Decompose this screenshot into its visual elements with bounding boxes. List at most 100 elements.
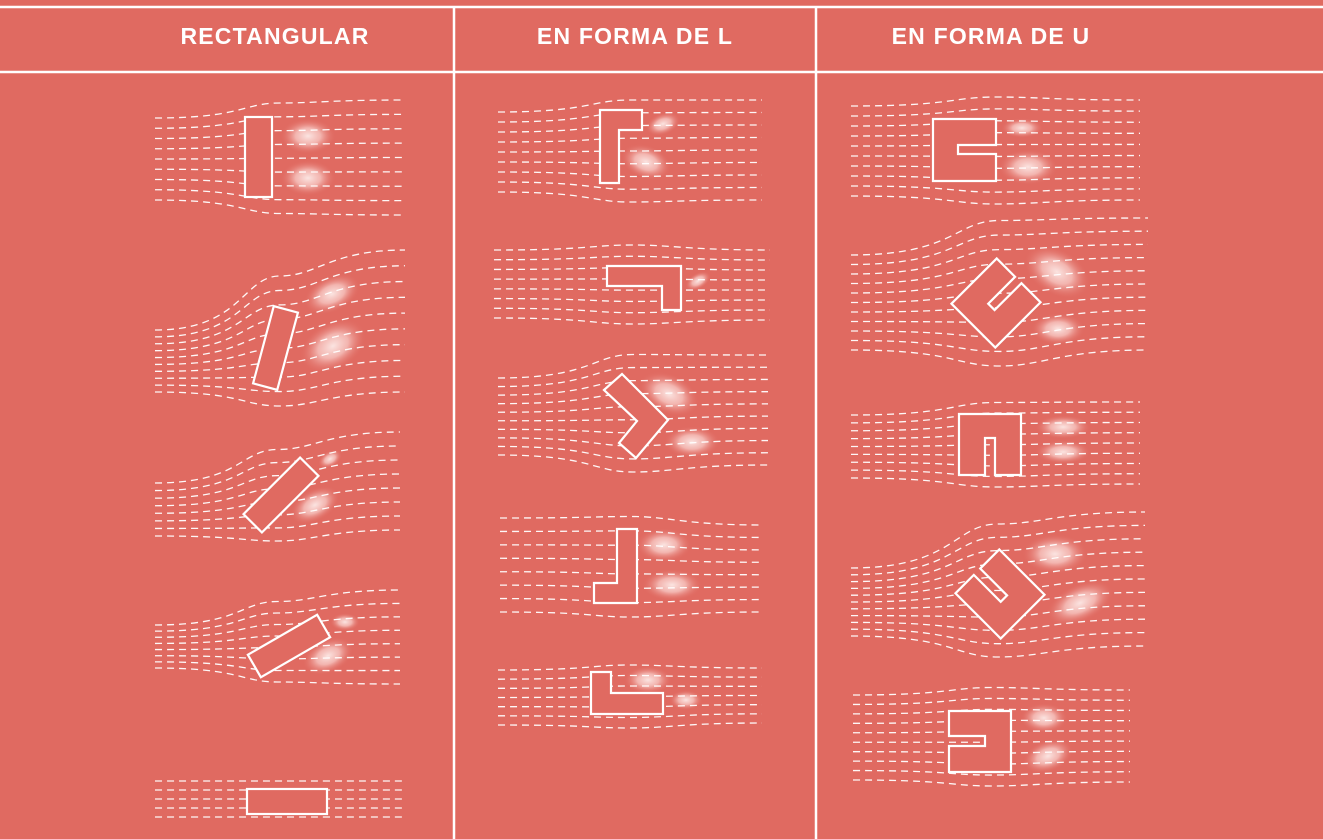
streamline <box>493 255 771 261</box>
streamline <box>154 602 401 632</box>
vortex <box>280 118 336 154</box>
streamline <box>154 189 406 202</box>
streamline <box>154 391 406 407</box>
rect-building-3 <box>241 455 321 535</box>
vortex <box>1022 534 1088 574</box>
streamline <box>850 578 1146 603</box>
u-building-3 <box>957 412 1023 477</box>
vortex <box>303 273 361 315</box>
streamline <box>154 178 406 187</box>
header-rectangular: RECTANGULAR <box>180 22 370 49</box>
streamline <box>499 584 763 589</box>
l-building-2 <box>605 264 683 312</box>
streamline <box>154 629 401 645</box>
u-flow-1 <box>850 96 1141 205</box>
vortex <box>664 426 720 458</box>
streamline <box>154 616 401 638</box>
streamline <box>493 288 771 291</box>
rect-building-5 <box>245 787 329 816</box>
l-building-5 <box>589 670 665 716</box>
streamline <box>154 445 401 492</box>
u-building-4 <box>953 547 1047 641</box>
streamline <box>850 243 1149 275</box>
streamline <box>850 628 1146 645</box>
streamline <box>850 96 1141 107</box>
l-flow-4 <box>499 515 763 618</box>
vortex <box>624 666 672 694</box>
streamline <box>154 156 406 160</box>
l-flow-1 <box>497 99 763 203</box>
streamline <box>497 99 762 113</box>
streamline <box>154 459 401 499</box>
vortex <box>299 318 367 374</box>
streamline <box>850 336 1149 353</box>
streamline <box>499 544 763 551</box>
streamline <box>154 431 401 484</box>
streamline <box>850 349 1149 367</box>
l-building-4 <box>592 527 639 605</box>
streamline <box>154 265 406 338</box>
vortex <box>280 160 336 196</box>
streamline <box>497 722 763 729</box>
vortex <box>998 149 1058 185</box>
streamline <box>850 635 1146 658</box>
streamline <box>497 713 763 719</box>
vortex <box>318 449 342 469</box>
streamline <box>497 171 763 178</box>
streamline <box>499 597 763 604</box>
streamline <box>497 685 763 689</box>
rect-building-2 <box>251 304 300 392</box>
streamline <box>852 779 1131 787</box>
u-building-5 <box>947 709 1013 774</box>
streamline <box>499 557 763 563</box>
streamline <box>497 136 763 143</box>
l-building-3 <box>602 372 670 460</box>
rect-flow-1 <box>154 99 406 216</box>
streamline <box>850 230 1149 266</box>
streamline <box>154 142 406 150</box>
streamline <box>154 589 401 626</box>
vortex <box>645 111 681 137</box>
u-building-1 <box>931 117 998 183</box>
streamline <box>850 195 1141 205</box>
vortex <box>330 613 360 631</box>
vortex <box>1035 440 1091 464</box>
vortex <box>620 143 672 181</box>
vortex <box>1020 703 1068 733</box>
streamline <box>497 161 763 165</box>
streamline <box>850 511 1146 569</box>
streamline <box>154 128 406 140</box>
streamline <box>154 168 406 173</box>
header-l-shape: EN FORMA DE L <box>536 22 734 49</box>
streamline <box>493 307 771 314</box>
streamline <box>497 181 763 190</box>
vortex <box>636 528 692 562</box>
streamline <box>493 244 771 251</box>
streamline <box>497 378 769 396</box>
streamline <box>154 280 406 345</box>
streamline <box>154 199 406 216</box>
u-building-2 <box>949 256 1043 350</box>
vortex <box>1022 738 1074 774</box>
vortex <box>685 271 711 291</box>
streamline <box>493 317 771 325</box>
streamline <box>154 515 401 530</box>
streamline <box>850 401 1141 416</box>
rect-building-1 <box>243 115 274 199</box>
streamline <box>850 108 1141 117</box>
streamline <box>154 529 401 542</box>
vortex <box>1035 415 1091 439</box>
streamline <box>852 697 1131 706</box>
streamline <box>154 113 406 129</box>
streamline <box>154 375 406 393</box>
streamline <box>852 769 1131 776</box>
streamline <box>850 185 1141 193</box>
streamline <box>499 530 763 539</box>
streamline <box>497 191 763 203</box>
streamline <box>497 353 769 379</box>
streamline <box>497 674 763 680</box>
table-frame <box>0 5 1323 839</box>
streamline <box>850 217 1149 256</box>
streamline <box>852 708 1131 715</box>
